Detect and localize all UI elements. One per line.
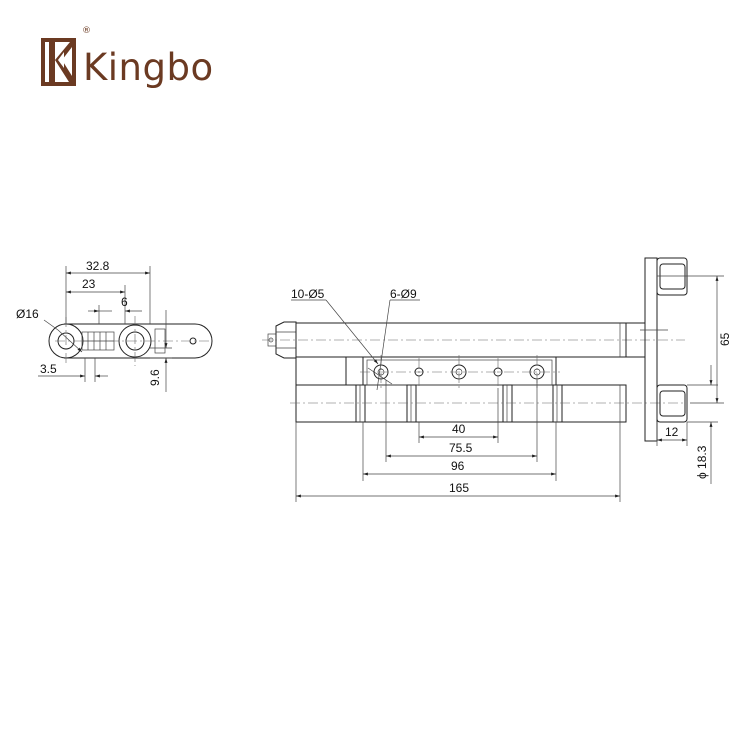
- label-small-holes: 10-Ø5: [291, 287, 325, 301]
- brand-name: Kingbo: [83, 46, 214, 89]
- kingbo-logo: Kingbo ®: [41, 26, 214, 89]
- logo-k-mark-icon: [41, 38, 76, 86]
- dim-leaf-length: 96: [451, 459, 465, 473]
- dim-width-mid: 23: [82, 277, 96, 291]
- mounting-bracket: [625, 257, 690, 442]
- dim-overall-length: 165: [449, 481, 469, 495]
- dim-bracket-height: 65: [718, 332, 732, 346]
- dim-diameter: Ø16: [16, 307, 39, 321]
- side-view: 32.8 23 6 Ø16 3.5 9.6: [16, 259, 213, 392]
- dim-width-small: 6: [121, 295, 128, 309]
- label-large-holes: 6-Ø9: [390, 287, 417, 301]
- dim-spacing-inner: 40: [452, 422, 466, 436]
- dim-roller-diameter: ϕ 18.3: [695, 445, 709, 479]
- dim-thickness: 9.6: [148, 369, 162, 386]
- dim-bracket-width: 12: [665, 425, 679, 439]
- front-view: 10-Ø5 6-Ø9 40 75.5 96 165 65: [262, 257, 732, 502]
- registered-mark: ®: [82, 26, 91, 36]
- dim-spacing-holes: 75.5: [449, 441, 473, 455]
- dim-offset: 3.5: [40, 362, 57, 376]
- dim-width-total: 32.8: [86, 259, 110, 273]
